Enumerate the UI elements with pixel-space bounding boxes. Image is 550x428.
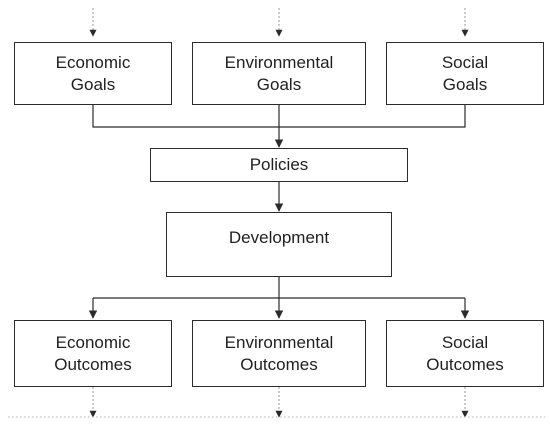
economic-goals-line2: Goals bbox=[70, 74, 116, 94]
economic-goals-box: Economic Goals bbox=[14, 42, 172, 105]
environmental-outcomes-line2: Outcomes bbox=[240, 354, 318, 374]
development-box: Development bbox=[166, 212, 392, 277]
environmental-goals-line2: Goals bbox=[256, 74, 302, 94]
policies-box: Policies bbox=[150, 148, 408, 182]
economic-outcomes-line2: Outcomes bbox=[54, 354, 132, 374]
social-outcomes-box: Social Outcomes bbox=[386, 320, 544, 387]
social-goals-line1: Social bbox=[441, 52, 489, 72]
environmental-goals-line1: Environmental bbox=[224, 52, 334, 72]
economic-goals-line1: Economic bbox=[55, 52, 131, 72]
environmental-outcomes-line1: Environmental bbox=[224, 332, 334, 352]
environmental-outcomes-box: Environmental Outcomes bbox=[192, 320, 366, 387]
social-goals-box: Social Goals bbox=[386, 42, 544, 105]
environmental-goals-box: Environmental Goals bbox=[192, 42, 366, 105]
social-goals-line2: Goals bbox=[442, 74, 488, 94]
social-outcomes-line2: Outcomes bbox=[426, 354, 504, 374]
development-label: Development bbox=[228, 228, 330, 247]
economic-outcomes-line1: Economic bbox=[55, 332, 131, 352]
social-outcomes-line1: Social bbox=[441, 332, 489, 352]
economic-outcomes-box: Economic Outcomes bbox=[14, 320, 172, 387]
policies-label: Policies bbox=[249, 155, 309, 174]
